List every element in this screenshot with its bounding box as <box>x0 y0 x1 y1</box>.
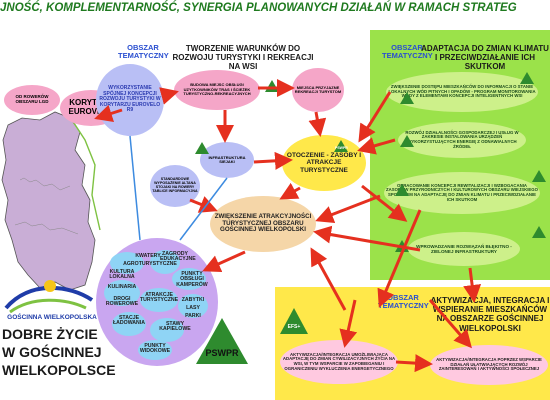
rozwoj-oval: ROZWÓJ DZIAŁALNOŚCI GOSPODARCZEJ I USŁUG… <box>398 122 526 158</box>
attraction-word: PUNKTY OBSŁUGI KAMPERÓW <box>176 271 208 288</box>
korytarz-label: KORYTARZ EUROVELO <box>68 98 114 116</box>
aktywizacja2-oval: AKTYWIZACJA/INTEGRACJA POPRZEZ WSPARCIE … <box>430 345 548 385</box>
attraction-word: PUNKTY WIDOKOWE <box>139 343 171 355</box>
efs-triangle <box>280 308 308 334</box>
budowa-label: BUDOWA MIEJSC OBSŁUGI UZYTKOWNIKÓW TRAS … <box>183 82 251 97</box>
logo-line2: DOBRE ŻYCIE <box>2 326 98 342</box>
opracowanie-oval: OPRACOWANIE KONCEPCJI REWITALIZACJI I WZ… <box>384 172 540 214</box>
attraction-word: STAWY KAPIELOWE <box>159 321 191 333</box>
blue-links <box>129 135 228 241</box>
attraction-word: ZAGRODY EDUKACYJNE <box>160 251 196 263</box>
section-label-climate: OBSZAR TEMATYCZNY <box>382 43 433 60</box>
attraction-blob <box>172 268 206 290</box>
aktywizacja2-label: AKTYWIZACJA/INTEGRACJA POPRZEZ WSPARCIE … <box>436 356 542 372</box>
attraction-blob <box>110 252 144 274</box>
fund-triangle <box>400 92 414 104</box>
fund-triangle <box>195 142 209 154</box>
attraction-word: STACJE ŁADOWANIA <box>113 315 145 327</box>
eurovelo-concept-oval: WYKORZYSTANIE SPÓJNEJ KONCEPCJI ROZWOJU … <box>96 64 164 136</box>
wprowadzanie-oval: WPROWADZANIE ROZWIĄZAŃ BŁĘKITNO - ZIELON… <box>408 232 520 266</box>
aktywizacja1-label: AKTYWIZACJA/INTEGRACJA UMOŻLIWIAJĄCA ADA… <box>282 351 396 371</box>
pswpr-triangle <box>196 318 248 364</box>
korytarz-small-oval: OD ROWERÓW OBSZARU LGD <box>4 85 60 115</box>
rozwoj-label: ROZWÓJ DZIAŁALNOŚCI GOSPODARCZEJ I USŁUG… <box>405 129 519 149</box>
logo-line4: WIELKOPOLSCE <box>2 362 116 378</box>
section-label-tourism: OBSZAR TEMATYCZNY <box>118 43 169 60</box>
fund-triangle <box>395 184 409 196</box>
heading-tourism: TWORZENIE WARUNKÓW DO ROZWOJU TURYSTYKI … <box>172 44 314 72</box>
efs-label: EFS+ <box>287 324 301 330</box>
fund-triangle <box>532 226 546 238</box>
budowa-oval: BUDOWA MIEJSC OBSŁUGI UZYTKOWNIKÓW TRAS … <box>174 70 260 110</box>
infrastruktura-label: INFRASTRUKTURA SIEJAKI <box>208 154 246 164</box>
pswpr-label: PSWPR <box>205 348 239 358</box>
attraction-word: KULINARIA <box>107 284 137 290</box>
page-title: JNOŚĆ, KOMPLEMENTARNOŚĆ, SYNERGIA PLANOW… <box>0 2 517 14</box>
logo-line1: GOŚCINNA WIELKOPOLSKA <box>7 314 97 321</box>
fund-triangle <box>520 72 534 84</box>
attraction-word: LASY <box>186 305 200 311</box>
fund-badge: PSWPR <box>335 146 348 150</box>
korytarz-small-label: OD ROWERÓW OBSZARU LGD <box>15 94 49 104</box>
infrastruktura-oval: INFRASTRUKTURA SIEJAKI <box>200 142 254 178</box>
attraction-blob <box>140 288 178 312</box>
attraction-word: KWATERY <box>135 253 161 259</box>
attraction-blob <box>178 294 208 318</box>
attraction-blob <box>104 280 140 306</box>
attraction-blob <box>138 340 172 360</box>
attraction-word: AGROTURYSTYCZNE <box>123 261 177 267</box>
miejsca-oval: MIEJSCA PRZYJAZNE REKREACJI TURYSTOM <box>292 68 344 112</box>
standardowe-label: STANDARDOWE WYPOSAŻENIE ALTANA STOJAKI N… <box>152 177 198 193</box>
opracowanie-label: OPRACOWANIE KONCEPCJI REWITALIZACJI I WZ… <box>386 182 538 202</box>
eurovelo-concept-label: WYKORZYSTANIE SPÓJNEJ KONCEPCJI ROZWOJU … <box>99 85 161 114</box>
heading-climate: ADAPTACJA DO ZMIAN KLIMATU I PRZECIWDZIA… <box>421 44 549 72</box>
attraction-blob <box>150 250 180 274</box>
zwiekszenie-label: ZWIĘKSZENIE ATRAKCYJNOŚCI TURYSTYCZNEJ O… <box>214 212 312 234</box>
fund-triangle: PSWPR <box>334 140 348 152</box>
fund-triangle <box>400 135 414 147</box>
otoczenie-label: OTOCZENIE - ZASOBY I ATRAKCJE TURYSTYCZN… <box>286 152 362 174</box>
aktywizacja1-oval: AKTYWIZACJA/INTEGRACJA UMOŻLIWIAJĄCA ADA… <box>280 340 398 384</box>
attraction-blob <box>112 312 146 336</box>
attraction-word: PARKI <box>185 313 201 319</box>
attraction-word: ATRAKCJE TURYSTYCZNE <box>140 292 179 304</box>
zwiekszenie-oval: ZWIĘKSZENIE ATRAKCYJNOŚCI TURYSTYCZNEJ O… <box>210 196 316 252</box>
dostep-label: ZWIĘKSZENIE DOSTĘPU MIESZKAŃCÓW DO INFOR… <box>388 83 536 99</box>
attraction-word: KULTURA LOKALNA <box>109 269 135 281</box>
heading-activation: AKTYWIZACJA, INTEGRACJA I WSPIERANIE MIE… <box>430 296 550 333</box>
miejsca-label: MIEJSCA PRZYJAZNE REKREACJI TURYSTOM <box>294 84 342 94</box>
arrows-group <box>94 79 482 373</box>
attraction-word: ZABYTKI <box>181 297 205 303</box>
section-label-activation: OBSZAR TEMATYCZNY <box>378 293 429 310</box>
fund-triangle <box>532 170 546 182</box>
logo-line3: W GOŚCINNEJ <box>2 344 102 360</box>
attraction-blob <box>150 318 184 342</box>
otoczenie-oval: OTOCZENIE - ZASOBY I ATRAKCJE TURYSTYCZN… <box>282 135 366 191</box>
wprowadzanie-label: WPROWADZANIE ROZWIĄZAŃ BŁĘKITNO - ZIELON… <box>416 243 512 254</box>
attraction-word: DROGI ROWEROWE <box>105 296 139 308</box>
